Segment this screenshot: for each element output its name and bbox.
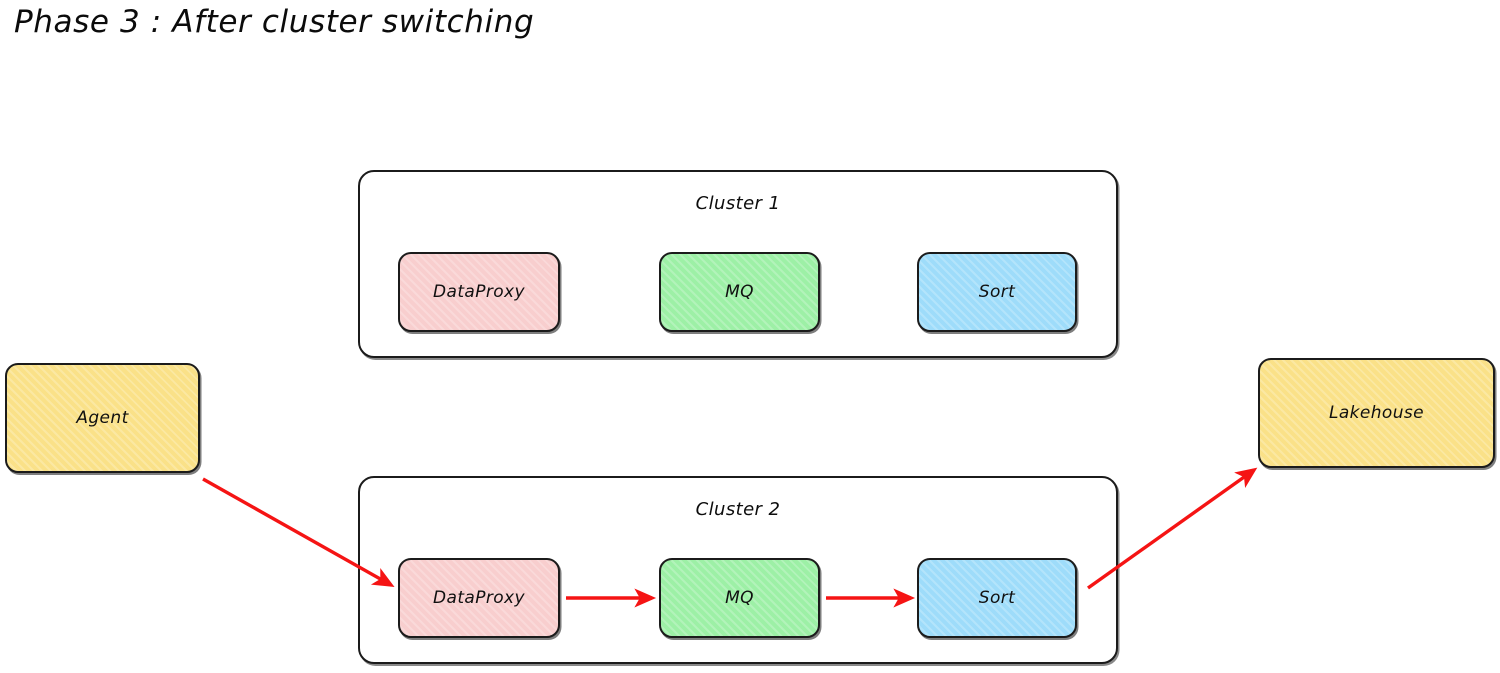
page-title: Phase 3 : After cluster switching xyxy=(14,4,535,40)
cluster-2-node-dataproxy-label: DataProxy xyxy=(433,588,525,608)
cluster-1-label: Cluster 1 xyxy=(695,193,781,214)
cluster-2-label: Cluster 2 xyxy=(695,499,781,520)
cluster-1-node-dataproxy-label: DataProxy xyxy=(433,282,525,302)
cluster-2-node-mq[interactable]: MQ xyxy=(659,558,820,638)
cluster-2-node-dataproxy[interactable]: DataProxy xyxy=(398,558,560,638)
lakehouse-node-label: Lakehouse xyxy=(1328,403,1425,423)
cluster-1-node-mq-label: MQ xyxy=(725,282,754,302)
lakehouse-node[interactable]: Lakehouse xyxy=(1258,358,1495,468)
cluster-1-node-sort-label: Sort xyxy=(978,282,1016,302)
cluster-1-node-mq[interactable]: MQ xyxy=(659,252,820,332)
cluster-1-node-sort[interactable]: Sort xyxy=(917,252,1077,332)
cluster-2-node-mq-label: MQ xyxy=(725,588,754,608)
agent-node-label: Agent xyxy=(76,408,129,428)
cluster-2-node-sort[interactable]: Sort xyxy=(917,558,1077,638)
cluster-1-node-dataproxy[interactable]: DataProxy xyxy=(398,252,560,332)
cluster-2-node-sort-label: Sort xyxy=(978,588,1016,608)
agent-node[interactable]: Agent xyxy=(5,363,200,473)
